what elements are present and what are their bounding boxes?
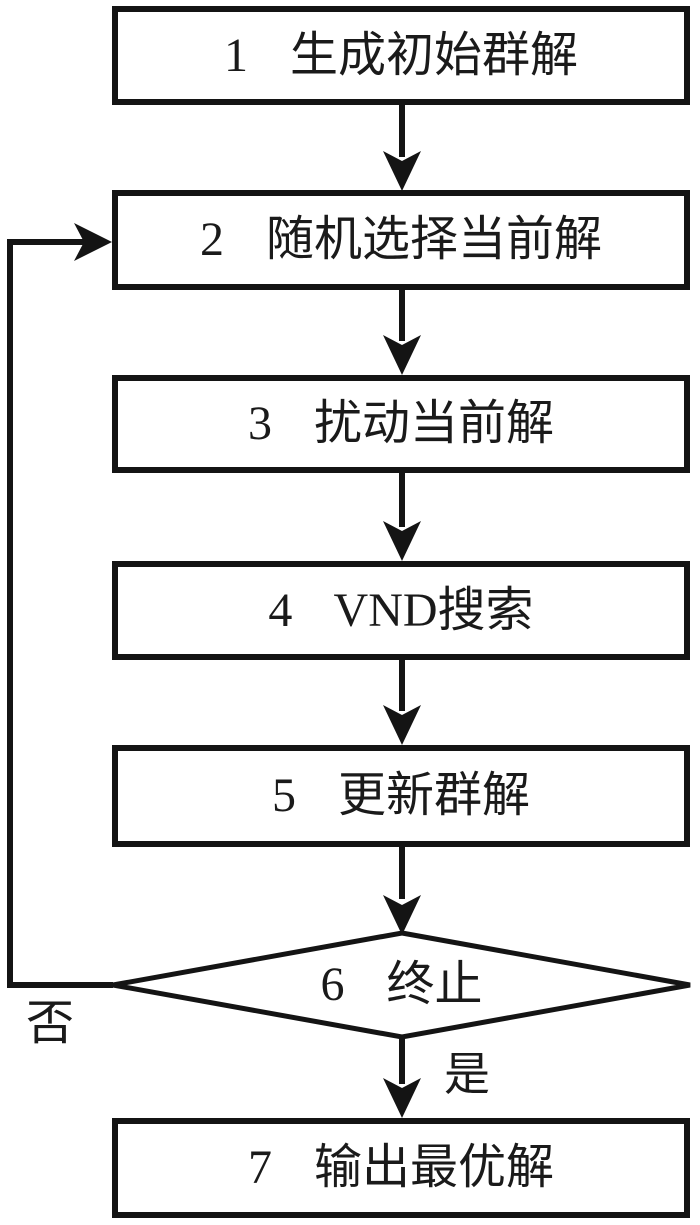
node-perturb-current-solution: 3 扰动当前解 [112,375,690,473]
edge-label-no: 否 [26,997,75,1050]
node-update-population: 5 更新群解 [112,745,690,847]
edge-5-6 [383,845,421,935]
arrowhead-down-icon [383,335,421,375]
node-vnd-search: 4 VND搜索 [112,561,690,660]
decision-terminate-label: 6 终止 [320,958,483,1011]
arrowhead-down-icon [383,521,421,561]
node-generate-initial-population: 1 生成初始群解 [112,6,690,105]
arrowhead-down-icon [383,151,421,191]
edge-4-5 [383,658,421,745]
edge-2-3 [383,288,421,375]
arrowhead-down-icon [383,705,421,745]
node-random-select-current-solution: 2 随机选择当前解 [112,190,690,290]
edge-3-4 [383,471,421,561]
edge-no-loopback [7,223,113,988]
node-output-best-solution: 7 输出最优解 [112,1118,690,1218]
edge-label-yes: 是 [444,1049,490,1100]
arrowhead-right-icon [74,223,112,261]
edge-1-2 [383,103,421,191]
edge-yes-6-7 [383,1037,421,1118]
arrowhead-down-icon [383,1078,421,1118]
arrowhead-down-icon [383,895,421,935]
